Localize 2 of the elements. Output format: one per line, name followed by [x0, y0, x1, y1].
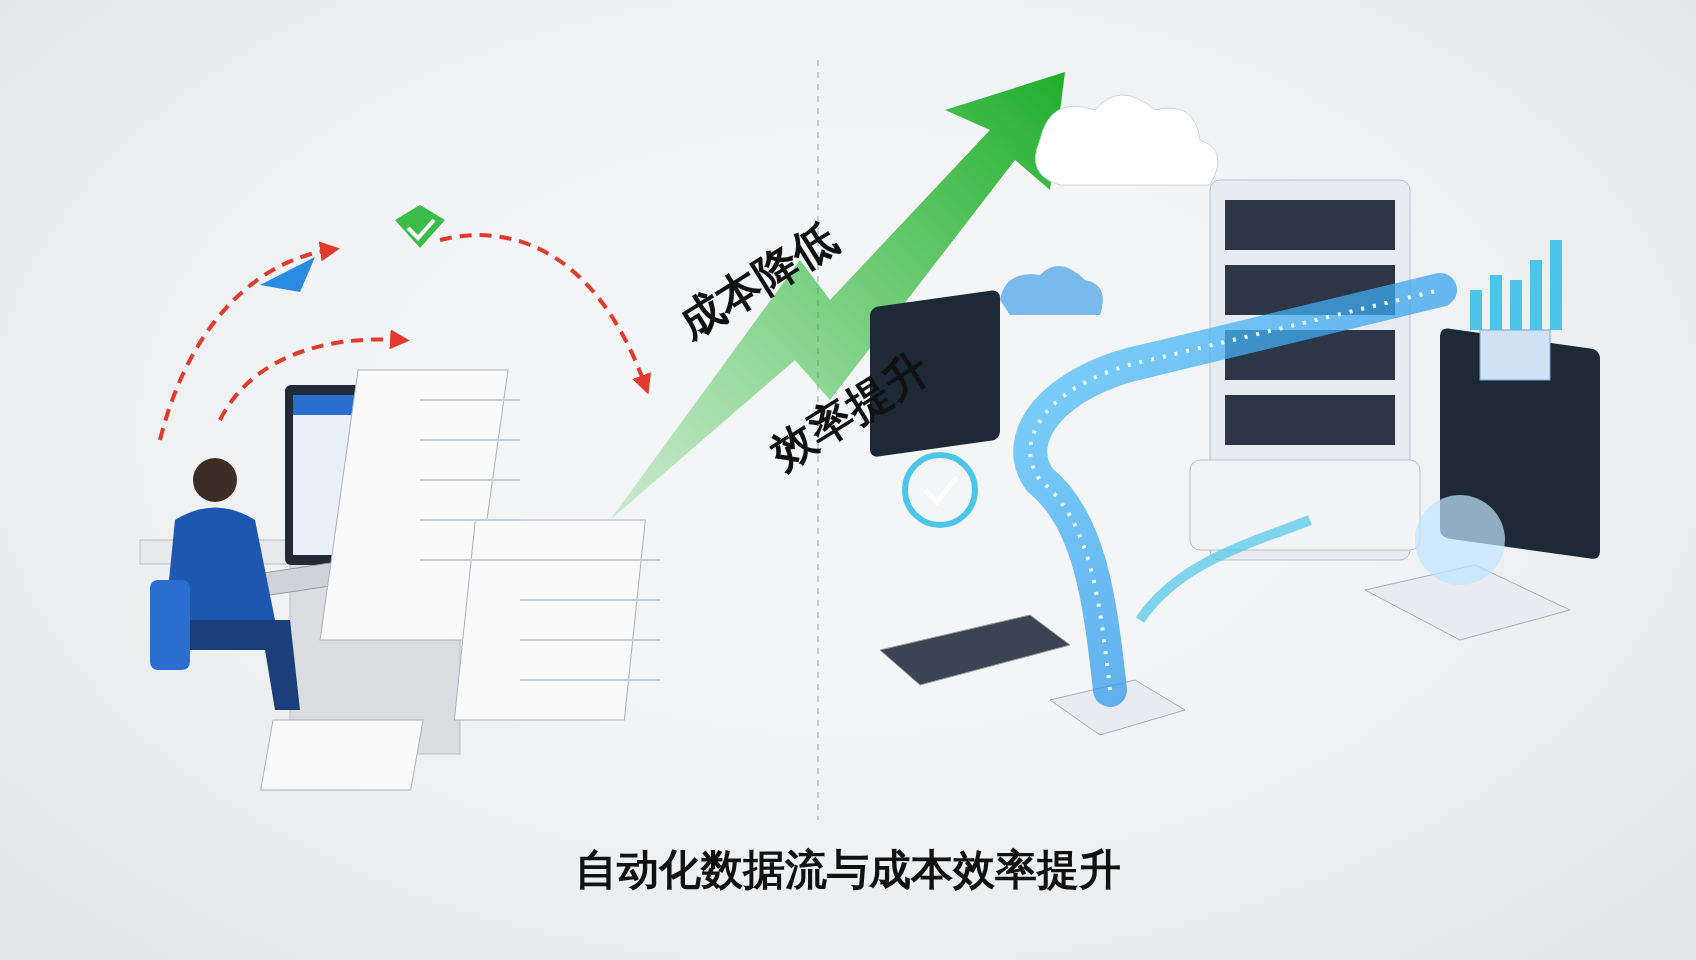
cost-reduction-label: 成本降低 [668, 211, 847, 351]
caption: 自动化数据流与成本效率提升 [575, 845, 1121, 894]
